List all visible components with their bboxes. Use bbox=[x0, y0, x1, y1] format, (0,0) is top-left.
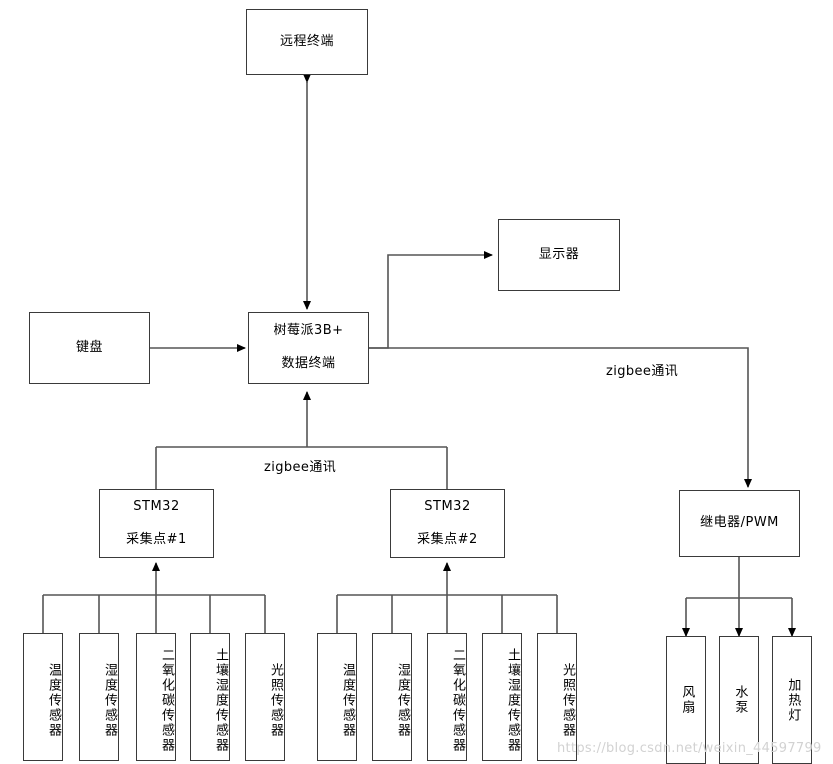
sensor-box-co2-2[interactable]: 二氧化碳传感器 bbox=[427, 633, 467, 761]
node-stm32-1-label-line1: STM32 bbox=[133, 498, 180, 514]
actuator-label: 水泵 bbox=[732, 685, 748, 715]
node-stm32-1-label-line2: 采集点#1 bbox=[126, 531, 187, 547]
node-stm32-2-label-line1: STM32 bbox=[424, 498, 471, 514]
node-stm32-collection-point-1[interactable]: STM32 采集点#1 bbox=[99, 489, 214, 558]
node-gateway-label-line2: 数据终端 bbox=[281, 356, 336, 371]
sensor-box-humidity-2[interactable]: 湿度传感器 bbox=[372, 633, 412, 761]
actuator-label: 风扇 bbox=[679, 685, 695, 715]
sensor-box-soil-moisture-2[interactable]: 土壤湿度传感器 bbox=[482, 633, 522, 761]
sensor-label: 光照传感器 bbox=[560, 662, 575, 738]
sensor-box-humidity-1[interactable]: 湿度传感器 bbox=[79, 633, 119, 761]
node-remote-terminal[interactable]: 远程终端 bbox=[246, 9, 368, 75]
node-display[interactable]: 显示器 bbox=[498, 219, 620, 291]
actuator-label: 加热灯 bbox=[785, 677, 801, 723]
wire-relay-to-actuators bbox=[682, 557, 796, 637]
sensor-label: 湿度传感器 bbox=[395, 662, 410, 738]
sensor-label: 二氧化碳传感器 bbox=[450, 647, 465, 753]
sensor-box-temperature-1[interactable]: 温度传感器 bbox=[23, 633, 63, 761]
sensor-box-co2-1[interactable]: 二氧化碳传感器 bbox=[136, 633, 176, 761]
node-remote-terminal-label: 远程终端 bbox=[279, 33, 334, 49]
node-keyboard-label: 键盘 bbox=[75, 339, 103, 355]
node-display-label: 显示器 bbox=[538, 246, 580, 262]
edge-label-zigbee-bottom: zigbee通讯 bbox=[264, 460, 337, 475]
wire-gateway-to-relay bbox=[369, 347, 752, 488]
node-gateway-raspberry-pi[interactable]: 树莓派3B+ 数据终端 bbox=[248, 312, 369, 384]
sensor-box-light-1[interactable]: 光照传感器 bbox=[245, 633, 285, 761]
node-keyboard[interactable]: 键盘 bbox=[29, 312, 150, 384]
sensor-label: 湿度传感器 bbox=[102, 662, 117, 738]
sensor-label: 温度传感器 bbox=[340, 662, 355, 738]
sensor-box-soil-moisture-1[interactable]: 土壤湿度传感器 bbox=[190, 633, 230, 761]
edge-label-zigbee-right: zigbee通讯 bbox=[606, 364, 679, 379]
node-relay-pwm-label: 继电器/PWM bbox=[700, 515, 779, 531]
sensor-box-temperature-2[interactable]: 温度传感器 bbox=[317, 633, 357, 761]
node-relay-pwm[interactable]: 继电器/PWM bbox=[679, 490, 800, 557]
sensor-label: 土壤湿度传感器 bbox=[213, 647, 228, 753]
actuator-box-fan[interactable]: 风扇 bbox=[666, 636, 706, 764]
node-stm32-2-label-line2: 采集点#2 bbox=[417, 531, 478, 547]
actuator-box-heating-lamp[interactable]: 加热灯 bbox=[772, 636, 812, 764]
sensor-box-light-2[interactable]: 光照传感器 bbox=[537, 633, 577, 761]
sensor-label: 二氧化碳传感器 bbox=[159, 647, 174, 753]
wire-sensors2-to-node2 bbox=[336, 562, 558, 633]
actuator-box-water-pump[interactable]: 水泵 bbox=[719, 636, 759, 764]
wire-gateway-to-display bbox=[369, 251, 493, 349]
watermark: https://blog.csdn.net/weixin_44597799 bbox=[557, 741, 822, 756]
sensor-label: 土壤湿度传感器 bbox=[505, 647, 520, 753]
sensor-label: 温度传感器 bbox=[46, 662, 61, 738]
node-gateway-label-line1: 树莓派3B+ bbox=[273, 323, 344, 339]
wire-sensors1-to-node1 bbox=[42, 562, 266, 633]
sensor-label: 光照传感器 bbox=[268, 662, 283, 738]
node-stm32-collection-point-2[interactable]: STM32 采集点#2 bbox=[390, 489, 505, 558]
